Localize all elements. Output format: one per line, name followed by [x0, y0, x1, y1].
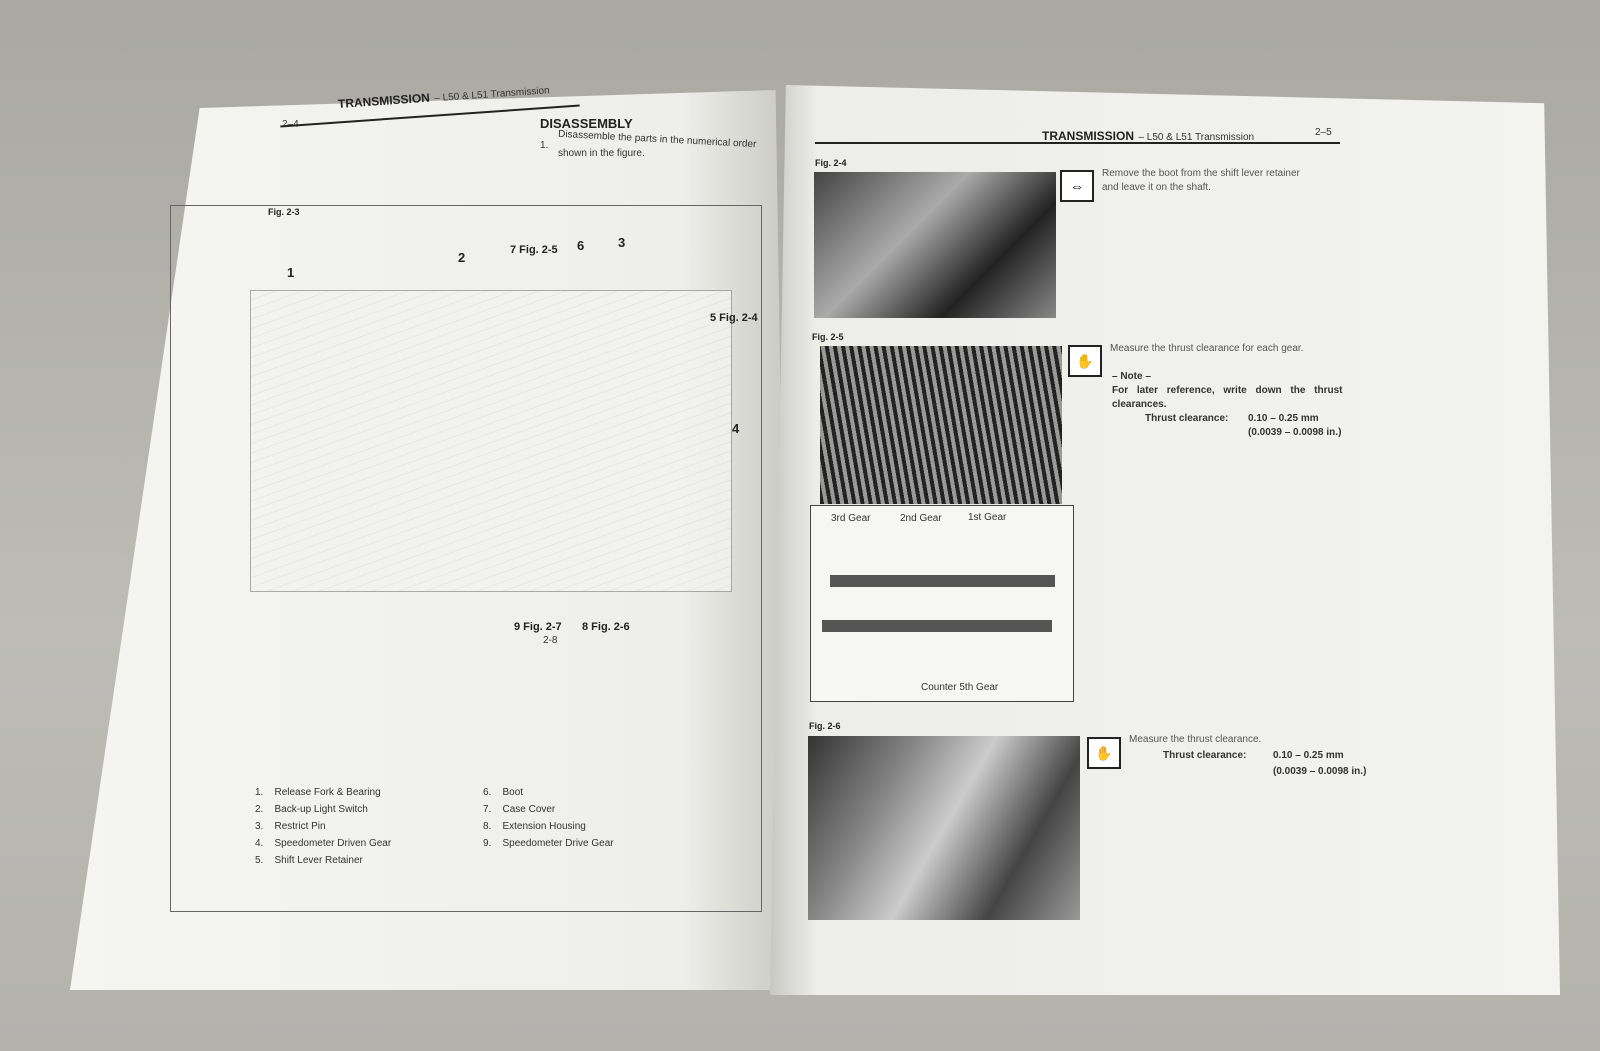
part-item: 6. Boot — [483, 787, 524, 798]
gear-label: Counter 5th Gear — [921, 682, 999, 693]
callout: 2-8 — [543, 635, 558, 646]
gear-diagram — [810, 505, 1074, 702]
callout: 5 Fig. 2-4 — [710, 312, 758, 324]
gear-label: 3rd Gear — [831, 513, 871, 524]
part-item: 7. Case Cover — [483, 804, 556, 815]
instruction-text: Measure the thrust clearance for each ge… — [1110, 343, 1304, 354]
instruction-text: Remove the boot from the shift lever ret… — [1102, 168, 1300, 179]
part-item: 1. Release Fork & Bearing — [255, 787, 381, 798]
callout: 1 — [287, 265, 295, 280]
spec-label: Thrust clearance: — [1163, 750, 1247, 761]
fig-label: Fig. 2-5 — [812, 332, 844, 342]
note-text: clearances. — [1112, 399, 1167, 410]
callout: 7 Fig. 2-5 — [510, 244, 558, 256]
instruction-text: Measure the thrust clearance. — [1129, 734, 1262, 745]
measure-hand-icon: ✋ — [1087, 737, 1121, 769]
counter-shaft — [822, 620, 1052, 632]
header-rule — [815, 142, 1340, 144]
main-shaft — [830, 575, 1055, 587]
spec-value: (0.0039 – 0.0098 in.) — [1273, 766, 1367, 777]
instruction-text: and leave it on the shaft. — [1102, 182, 1211, 193]
fig-label: Fig. 2-3 — [268, 207, 300, 217]
part-item: 4. Speedometer Driven Gear — [255, 838, 392, 849]
step-number: 1. — [540, 140, 549, 151]
callout: 9 Fig. 2-7 — [514, 621, 562, 633]
callout: 6 — [577, 238, 585, 253]
gear-label: 2nd Gear — [900, 513, 942, 524]
part-item: 8. Extension Housing — [483, 821, 586, 832]
callout: 4 — [732, 421, 740, 436]
callout: 3 — [618, 235, 626, 250]
part-item: 3. Restrict Pin — [255, 821, 326, 832]
parts-list-2: 6. Boot 7. Case Cover 8. Extension Housi… — [483, 784, 614, 852]
spec-value: (0.0039 – 0.0098 in.) — [1248, 427, 1342, 438]
spec-value: 0.10 – 0.25 mm — [1248, 413, 1319, 424]
exploded-diagram — [250, 290, 732, 592]
callout: 2 — [458, 250, 466, 265]
right-header: TRANSMISSION – L50 & L51 Transmission — [1042, 129, 1255, 143]
part-item: 5. Shift Lever Retainer — [255, 855, 363, 866]
photo-fig-2-6 — [808, 736, 1080, 920]
figure-frame — [170, 205, 762, 912]
fig-label: Fig. 2-4 — [815, 158, 847, 168]
photo-fig-2-4 — [814, 172, 1056, 318]
section-title: DISASSEMBLY — [540, 116, 633, 131]
spec-label: Thrust clearance: — [1145, 413, 1229, 424]
spec-value: 0.10 – 0.25 mm — [1273, 750, 1344, 761]
callout: 8 Fig. 2-6 — [582, 621, 630, 633]
step-text-2: shown in the figure. — [558, 148, 645, 159]
measure-hand-icon: ✋ — [1068, 345, 1102, 377]
note-text: For later reference, write down the thru… — [1112, 385, 1343, 396]
part-item: 2. Back-up Light Switch — [255, 804, 368, 815]
remove-arrows-icon: ⇔ — [1060, 170, 1094, 202]
parts-list-1: 1. Release Fork & Bearing 2. Back-up Lig… — [255, 784, 391, 869]
note-title: – Note – — [1112, 371, 1151, 382]
photo-fig-2-5 — [820, 346, 1062, 504]
part-item: 9. Speedometer Drive Gear — [483, 838, 614, 849]
gear-label: 1st Gear — [968, 512, 1007, 523]
fig-label: Fig. 2-6 — [809, 721, 841, 731]
right-page-number: 2–5 — [1315, 127, 1332, 138]
